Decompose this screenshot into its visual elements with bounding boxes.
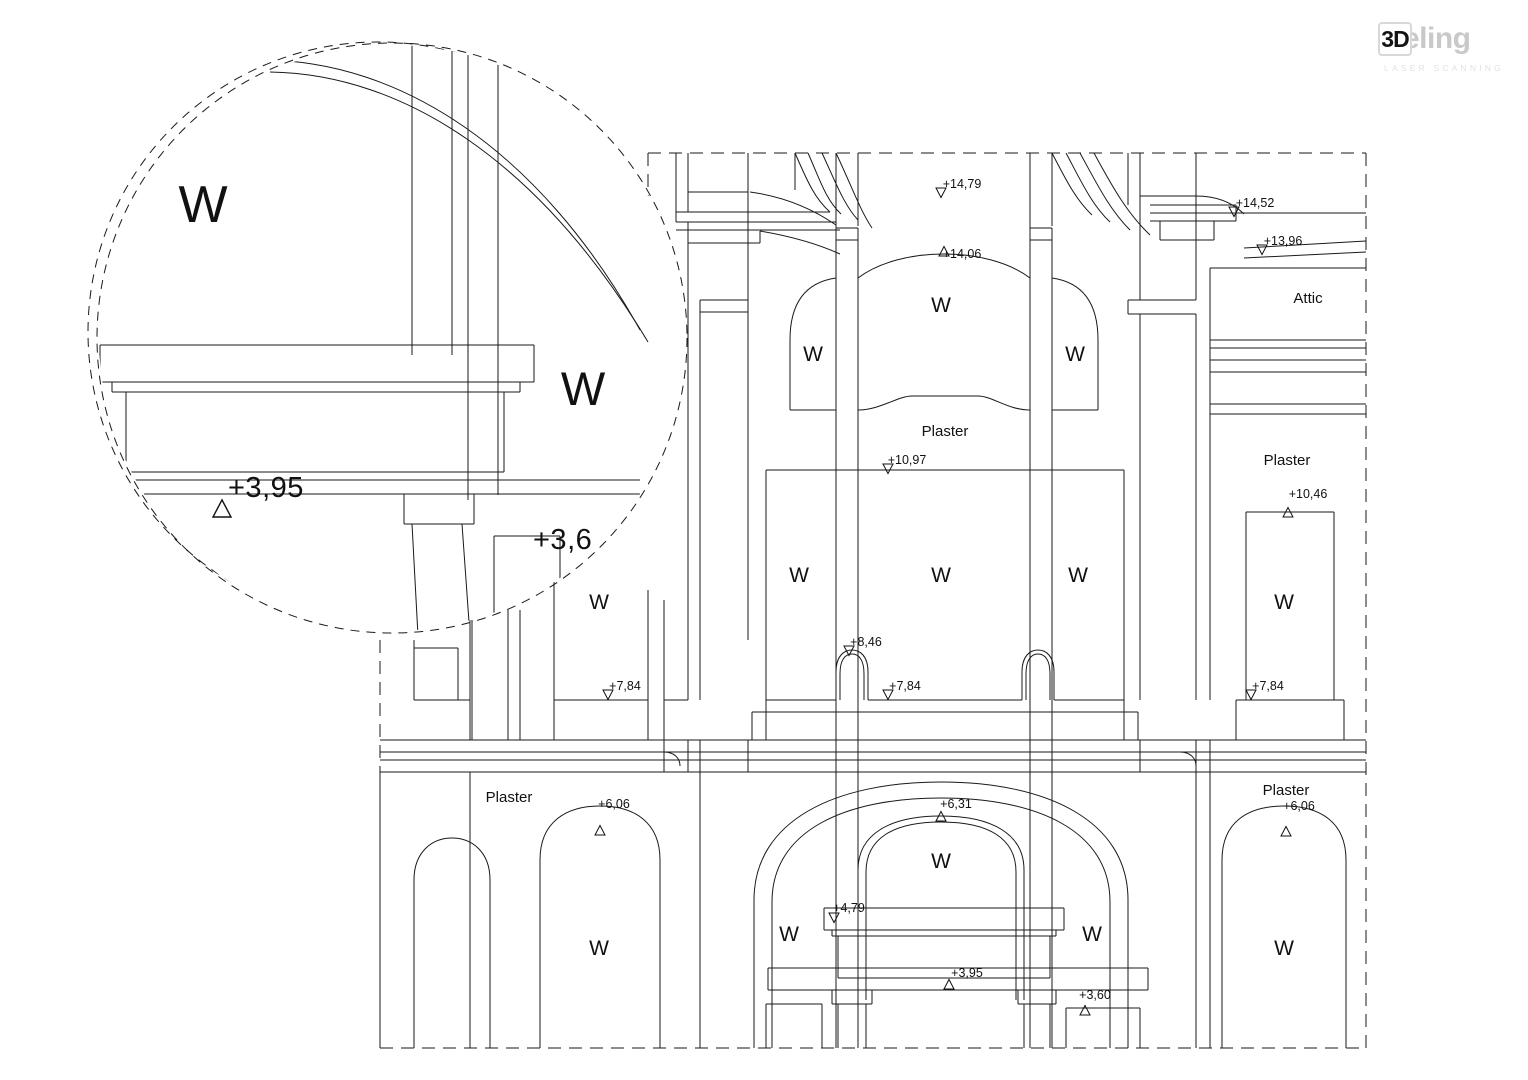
elevation-label-elev-14-52: +14,52 xyxy=(1236,196,1275,210)
upper-arched-window-group xyxy=(790,254,1098,410)
elevation-label-elev-6-31: +6,31 xyxy=(940,797,972,811)
elevation-label-elev-4-79: +4,79 xyxy=(833,901,865,915)
elevation-marker-triangle-down xyxy=(935,187,947,199)
elevation-marker-triangle-down xyxy=(882,463,894,475)
elevation-label-elev-6-06-l: +6,06 xyxy=(598,797,630,811)
elevation-marker-triangle-up xyxy=(1280,825,1292,837)
elevation-label-elev-7-84-c: +7,84 xyxy=(889,679,921,693)
window-label-w-low-arch-center: W xyxy=(931,850,951,873)
window-label-w-mid-left-outer: W xyxy=(589,591,609,614)
elevation-marker-triangle-up xyxy=(594,824,606,836)
detail-callout-circle xyxy=(87,41,688,634)
elevation-label-elev-14-79: +14,79 xyxy=(943,177,982,191)
elevation-marker-triangle-up xyxy=(943,978,955,990)
elevation-label-elev-10-46: +10,46 xyxy=(1289,487,1328,501)
elevation-label-elev-14-06: +14,06 xyxy=(943,247,982,261)
lower-center-portal xyxy=(754,640,1148,1048)
brand-logo: 3D eling LASER SCANNING xyxy=(1378,18,1510,86)
elevation-label-elev-7-84-l: +7,84 xyxy=(609,679,641,693)
elevation-marker-triangle-down xyxy=(828,912,840,924)
elevation-marker-triangle-down xyxy=(843,645,855,657)
elevation-marker-triangle-down xyxy=(602,689,614,701)
window-label-w-mid-right: W xyxy=(1068,564,1088,587)
detail-elevation-label-secondary: +3,6 xyxy=(533,524,592,556)
material-label-attic: Attic xyxy=(1293,290,1323,307)
window-label-w-upper-arch-center: W xyxy=(931,294,951,317)
logo-wordmark-row: 3D eling xyxy=(1378,18,1510,60)
elevation-marker-triangle-up xyxy=(935,810,947,822)
elevation-marker-triangle-up xyxy=(938,245,950,257)
material-label-plaster-upper-r: Plaster xyxy=(1264,452,1311,469)
right-tall-window xyxy=(1236,512,1344,740)
material-label-plaster-lower-l: Plaster xyxy=(486,789,533,806)
elevation-marker-triangle-down xyxy=(1245,689,1257,701)
elevation-label-elev-6-06-r: +6,06 xyxy=(1283,799,1315,813)
window-label-w-low-far-right: W xyxy=(1274,937,1294,960)
elevation-label-elev-8-46: +8,46 xyxy=(850,635,882,649)
material-label-plaster-lower-r: Plaster xyxy=(1263,782,1310,799)
window-label-w-low-arch-left: W xyxy=(779,923,799,946)
window-label-w-low-left: W xyxy=(589,937,609,960)
window-label-w-upper-arch-right: W xyxy=(1065,343,1085,366)
elevation-label-elev-7-84-r: +7,84 xyxy=(1252,679,1284,693)
window-label-w-low-arch-right: W xyxy=(1082,923,1102,946)
elevation-marker-triangle-down xyxy=(882,689,894,701)
elevation-label-elev-3-60: +3,60 xyxy=(1079,988,1111,1002)
window-label-w-upper-arch-left: W xyxy=(803,343,823,366)
elevation-marker-triangle-down xyxy=(1256,244,1268,256)
elevation-label-elev-10-97: +10,97 xyxy=(888,453,927,467)
detail-elevation-label-main: +3,95 xyxy=(228,472,304,504)
logo-word-eling: eling xyxy=(1403,22,1471,55)
window-label-w-detail-large: W xyxy=(561,362,606,415)
elevation-label-elev-3-95: +3,95 xyxy=(951,966,983,980)
logo-mark-3d: 3D xyxy=(1378,22,1412,56)
elevation-marker-triangle-down xyxy=(1228,206,1240,218)
main-string-course xyxy=(380,740,1366,772)
elevation-label-elev-13-96: +13,96 xyxy=(1264,234,1303,248)
lower-left-arches xyxy=(380,772,700,1048)
material-label-plaster-upper-c: Plaster xyxy=(922,423,969,440)
window-label-w-mid-center: W xyxy=(931,564,951,587)
upper-cornice-assembly xyxy=(676,153,1366,700)
window-label-w-mid-far-right: W xyxy=(1274,591,1294,614)
window-label-w-detail-huge: W xyxy=(178,176,227,234)
elevation-marker-triangle-up xyxy=(211,498,233,518)
lower-right-arch xyxy=(1196,772,1346,1048)
mid-section-openings xyxy=(752,470,1138,740)
detail-magnified-content xyxy=(99,45,685,631)
elevation-marker-triangle-up xyxy=(1282,506,1294,518)
logo-subtitle: LASER SCANNING xyxy=(1384,63,1504,73)
elevation-marker-triangle-up xyxy=(1079,1004,1091,1016)
window-label-w-mid-left: W xyxy=(789,564,809,587)
attic-band xyxy=(1210,268,1366,700)
